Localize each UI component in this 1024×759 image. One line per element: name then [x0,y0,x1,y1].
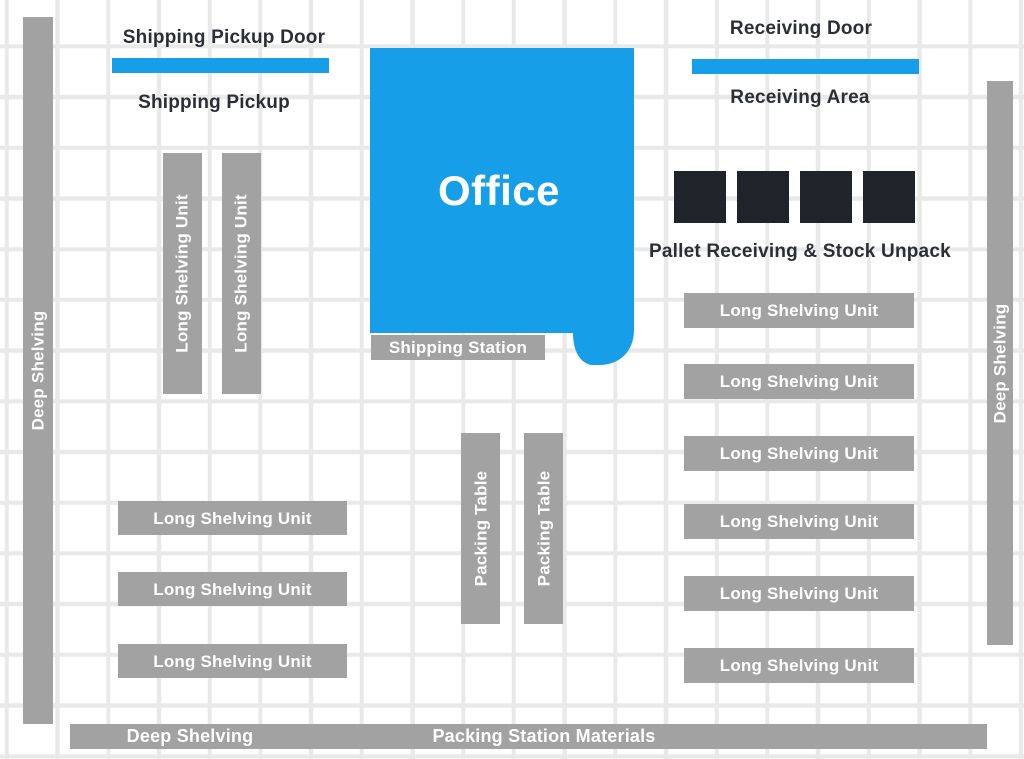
receiving-door-label: Receiving Door [729,18,873,39]
receiving-area-label: Receiving Area [730,87,870,108]
long-shelving-unit-label: Long Shelving Unit [719,584,879,603]
packing-table-1: Packing Table [461,433,500,624]
pallet-square [800,171,852,223]
long-shelving-unit-label: Long Shelving Unit [719,301,879,320]
packing-table-2: Packing Table [524,433,563,624]
shipping-pickup-door-label: Shipping Pickup Door [122,27,326,48]
long-shelving-unit-right-4: Long Shelving Unit [684,504,914,539]
deep-shelving-bottom-label: Deep Shelving [126,726,254,746]
long-shelving-unit-label: Long Shelving Unit [153,508,312,528]
deep-shelving-left-label: Deep Shelving [28,310,48,431]
bottom-shelving-bar [70,724,987,749]
long-shelving-unit-label: Long Shelving Unit [232,194,252,353]
pallet-square [674,171,726,223]
long-shelving-unit-label: Long Shelving Unit [719,656,879,675]
long-shelving-unit-left-2: Long Shelving Unit [118,572,347,606]
packing-table-label: Packing Table [471,470,491,587]
shipping-pickup-door-marker [112,58,329,73]
long-shelving-unit-label: Long Shelving Unit [153,651,312,671]
long-shelving-unit-vertical-1: Long Shelving Unit [163,153,202,394]
office-zone [370,48,634,365]
long-shelving-unit-label: Long Shelving Unit [719,512,879,531]
pallet-square [863,171,915,223]
deep-shelving-right: Deep Shelving [987,81,1013,645]
pallet-receiving-label: Pallet Receiving & Stock Unpack [649,241,951,262]
long-shelving-unit-label: Long Shelving Unit [719,372,879,391]
long-shelving-unit-right-1: Long Shelving Unit [684,293,914,328]
receiving-door-marker [692,59,919,74]
long-shelving-unit-left-1: Long Shelving Unit [118,501,347,535]
long-shelving-unit-right-6: Long Shelving Unit [684,648,914,683]
deep-shelving-bottom-label-wrap: Deep Shelving [70,724,310,749]
long-shelving-unit-label: Long Shelving Unit [719,444,879,463]
packing-table-label: Packing Table [534,470,554,587]
packing-station-materials-label-wrap: Packing Station Materials [394,724,694,749]
shipping-station: Shipping Station [371,335,545,360]
shipping-pickup-label: Shipping Pickup [138,92,290,113]
deep-shelving-left: Deep Shelving [23,17,53,724]
long-shelving-unit-label: Long Shelving Unit [173,194,193,353]
long-shelving-unit-label: Long Shelving Unit [153,579,312,599]
pallet-square [737,171,789,223]
deep-shelving-right-label: Deep Shelving [990,303,1010,423]
long-shelving-unit-vertical-2: Long Shelving Unit [222,153,261,394]
long-shelving-unit-left-3: Long Shelving Unit [118,644,347,678]
packing-station-materials-label: Packing Station Materials [432,726,656,746]
long-shelving-unit-right-5: Long Shelving Unit [684,576,914,611]
office-label: Office [437,167,561,214]
shipping-station-label: Shipping Station [388,338,528,357]
long-shelving-unit-right-2: Long Shelving Unit [684,364,914,399]
long-shelving-unit-right-3: Long Shelving Unit [684,436,914,471]
